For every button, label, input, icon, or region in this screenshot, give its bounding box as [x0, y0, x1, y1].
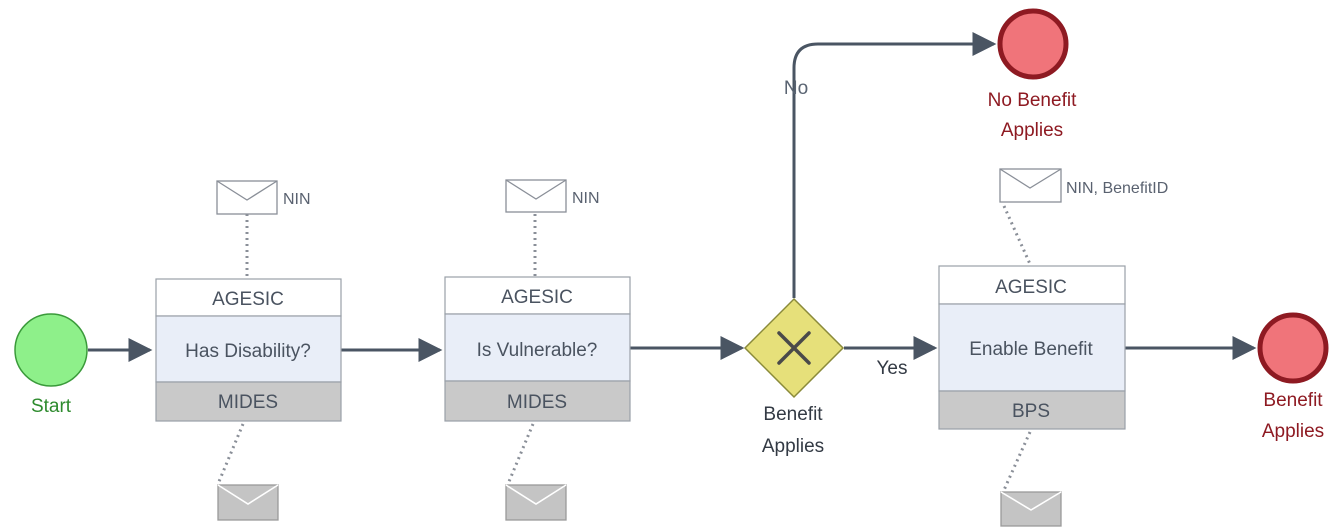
- envelope-icon: [505, 179, 567, 213]
- end-event-benefit-circle[interactable]: [1257, 312, 1329, 384]
- task-header: [938, 265, 1126, 305]
- task-body[interactable]: [155, 315, 342, 383]
- task-body-label: Has Disability?: [185, 341, 311, 362]
- end-event-benefit[interactable]: [1257, 312, 1329, 384]
- task-footer-label: MIDES: [507, 392, 567, 413]
- task-has-disability[interactable]: AGESIC Has Disability? MIDES: [155, 278, 342, 422]
- task-body-label: Is Vulnerable?: [477, 340, 598, 361]
- task-footer-label: MIDES: [218, 392, 278, 413]
- task-header-label: AGESIC: [501, 287, 573, 308]
- task-header-label: AGESIC: [995, 277, 1067, 298]
- envelope-filled-icon: [217, 484, 279, 521]
- task-footer: [444, 380, 631, 422]
- exclusive-gateway[interactable]: [743, 297, 845, 399]
- flow-label-yes: Yes: [877, 358, 908, 379]
- end-event-no-benefit-circle[interactable]: [997, 8, 1069, 80]
- end-benefit-label-line1: Benefit: [1263, 390, 1323, 411]
- message-label: NIN: [283, 191, 311, 208]
- gateway-label-line2: Applies: [762, 436, 824, 457]
- gateway-label-line1: Benefit: [763, 404, 823, 425]
- task-header: [155, 278, 342, 317]
- task-header: [444, 276, 631, 315]
- envelope-filled-icon: [1000, 491, 1062, 527]
- task-header-label: AGESIC: [212, 289, 284, 310]
- start-event-circle[interactable]: [14, 313, 88, 387]
- task-body[interactable]: [444, 313, 631, 382]
- message-label: NIN, BenefitID: [1066, 180, 1168, 197]
- message-associations: [216, 205, 1032, 491]
- assoc-task3-in: [1002, 431, 1032, 491]
- sequence-flows: [88, 32, 1257, 362]
- flow-label-no: No: [784, 78, 808, 99]
- end-benefit-label-line2: Applies: [1262, 421, 1324, 442]
- envelope-icon: [216, 180, 278, 215]
- end-no-benefit-label-line2: Applies: [1001, 120, 1063, 141]
- task-is-vulnerable[interactable]: AGESIC Is Vulnerable? MIDES: [444, 276, 631, 422]
- assoc-task1-in: [216, 423, 245, 485]
- envelope-filled-icon: [505, 484, 567, 521]
- task-footer: [938, 390, 1126, 430]
- start-event-label: Start: [31, 396, 72, 417]
- end-no-benefit-label-line1: No Benefit: [988, 90, 1077, 111]
- task-enable-benefit[interactable]: AGESIC Enable Benefit BPS: [938, 265, 1126, 430]
- message-label: NIN: [572, 190, 600, 207]
- x-icon: [777, 331, 811, 365]
- start-event[interactable]: [14, 313, 88, 387]
- assoc-task2-in: [506, 423, 535, 485]
- end-event-no-benefit[interactable]: [997, 8, 1069, 80]
- assoc-task3-out: [1002, 205, 1032, 265]
- task-footer-label: BPS: [1012, 401, 1050, 422]
- envelope-icon: [999, 168, 1062, 203]
- task-body-label: Enable Benefit: [969, 339, 1093, 360]
- task-footer: [155, 381, 342, 422]
- flow-gateway-to-end-no: [792, 32, 997, 298]
